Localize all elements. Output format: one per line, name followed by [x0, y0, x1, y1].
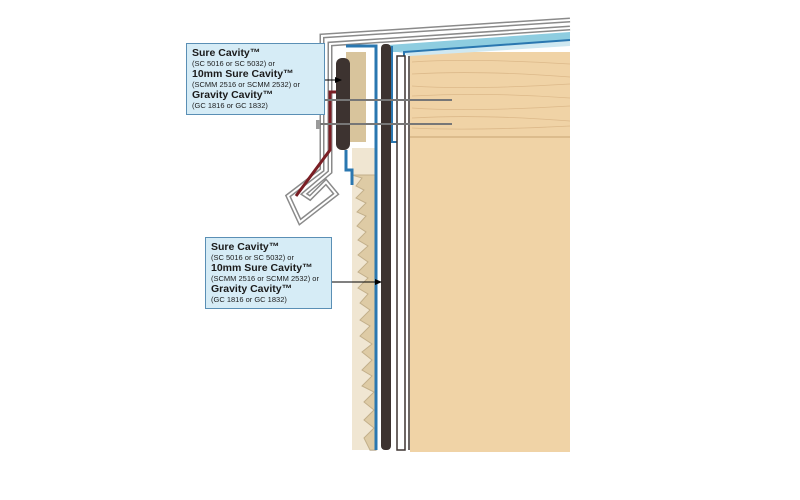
callout-line: (SCMM 2516 or SCMM 2532) or: [192, 80, 300, 89]
membrane-step: [344, 150, 354, 185]
wall-lining: [396, 55, 406, 451]
nails: [318, 99, 452, 125]
membrane-outer: [346, 44, 378, 450]
leader-arrowhead-top: [335, 77, 342, 83]
callout-line: 10mm Sure Cavity™: [192, 68, 294, 80]
callout-line: Sure Cavity™: [192, 47, 261, 59]
callout-line: (GC 1816 or GC 1832): [192, 101, 268, 110]
cavity-batten-main: [381, 44, 391, 450]
top-sarking-blue: [388, 32, 570, 52]
nail-head-lower: [316, 120, 320, 129]
callout-line: Gravity Cavity™: [192, 89, 274, 101]
callout-cavity-products-mid: Sure Cavity™ (SC 5016 or SC 5032) or 10m…: [205, 237, 332, 309]
timber-grain: [411, 60, 571, 130]
cladding-board-lower: [352, 148, 376, 450]
timber-frame: [410, 52, 570, 452]
cladding-board-upper: [346, 52, 366, 142]
callout-line: (GC 1816 or GC 1832): [211, 295, 287, 304]
callout-line: 10mm Sure Cavity™: [211, 262, 313, 274]
callout-line: (SCMM 2516 or SCMM 2532) or: [211, 274, 319, 283]
callout-line: Sure Cavity™: [211, 241, 280, 253]
callout-line: Gravity Cavity™: [211, 283, 293, 295]
cavity-batten-upper: [336, 58, 350, 150]
callout-line: (SC 5016 or SC 5032) or: [192, 59, 275, 68]
callout-cavity-products-top: Sure Cavity™ (SC 5016 or SC 5032) or 10m…: [186, 43, 325, 115]
leader-arrowhead-mid: [375, 279, 382, 285]
callout-line: (SC 5016 or SC 5032) or: [211, 253, 294, 262]
